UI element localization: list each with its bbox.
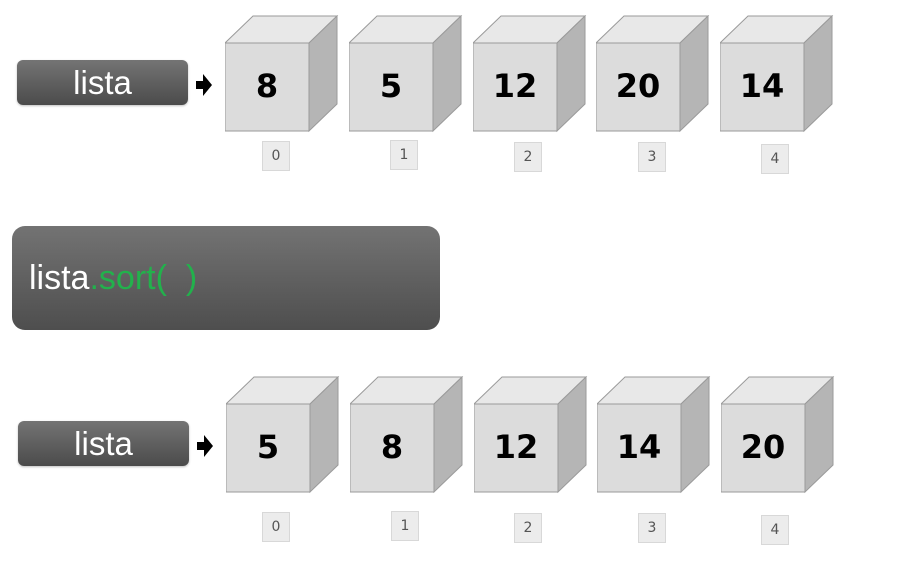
bottom-index-label: 3 (638, 513, 666, 543)
cell-value: 20 (615, 67, 661, 105)
bottom-right-arrow-icon (197, 435, 213, 457)
bottom-index-label: 2 (514, 513, 542, 543)
cell-value: 12 (492, 67, 538, 105)
cell-value: 12 (493, 428, 539, 466)
bottom-index-label: 4 (761, 515, 789, 545)
top-index-label: 1 (390, 140, 418, 170)
top-list-label: lista (17, 60, 188, 105)
code-statement: lista.sort( ) (12, 226, 440, 330)
cell-value: 5 (256, 428, 280, 466)
code-object: lista (29, 258, 90, 297)
top-index-label: 2 (514, 142, 542, 172)
bottom-array-cell: 20 (721, 376, 835, 494)
top-index-label: 4 (761, 144, 789, 174)
bottom-array-cell: 8 (350, 376, 464, 494)
top-array-cell: 12 (473, 15, 587, 133)
code-dot: . (89, 258, 99, 297)
bottom-list-label: lista (18, 421, 189, 466)
top-index-label: 3 (638, 142, 666, 172)
bottom-index-label: 0 (262, 512, 290, 542)
top-array-cell: 8 (225, 15, 339, 133)
code-method: sort( ) (98, 258, 198, 297)
cell-value: 14 (616, 428, 662, 466)
cell-value: 5 (379, 67, 403, 105)
cell-value: 8 (255, 67, 279, 105)
bottom-array-cell: 5 (226, 376, 340, 494)
cell-value: 14 (739, 67, 785, 105)
top-index-label: 0 (262, 141, 290, 171)
top-array-cell: 5 (349, 15, 463, 133)
top-array-cell: 14 (720, 15, 834, 133)
cell-value: 20 (740, 428, 786, 466)
top-right-arrow-icon (196, 74, 212, 96)
bottom-array-cell: 14 (597, 376, 711, 494)
top-array-cell: 20 (596, 15, 710, 133)
bottom-index-label: 1 (391, 511, 419, 541)
bottom-array-cell: 12 (474, 376, 588, 494)
cell-value: 8 (380, 428, 404, 466)
